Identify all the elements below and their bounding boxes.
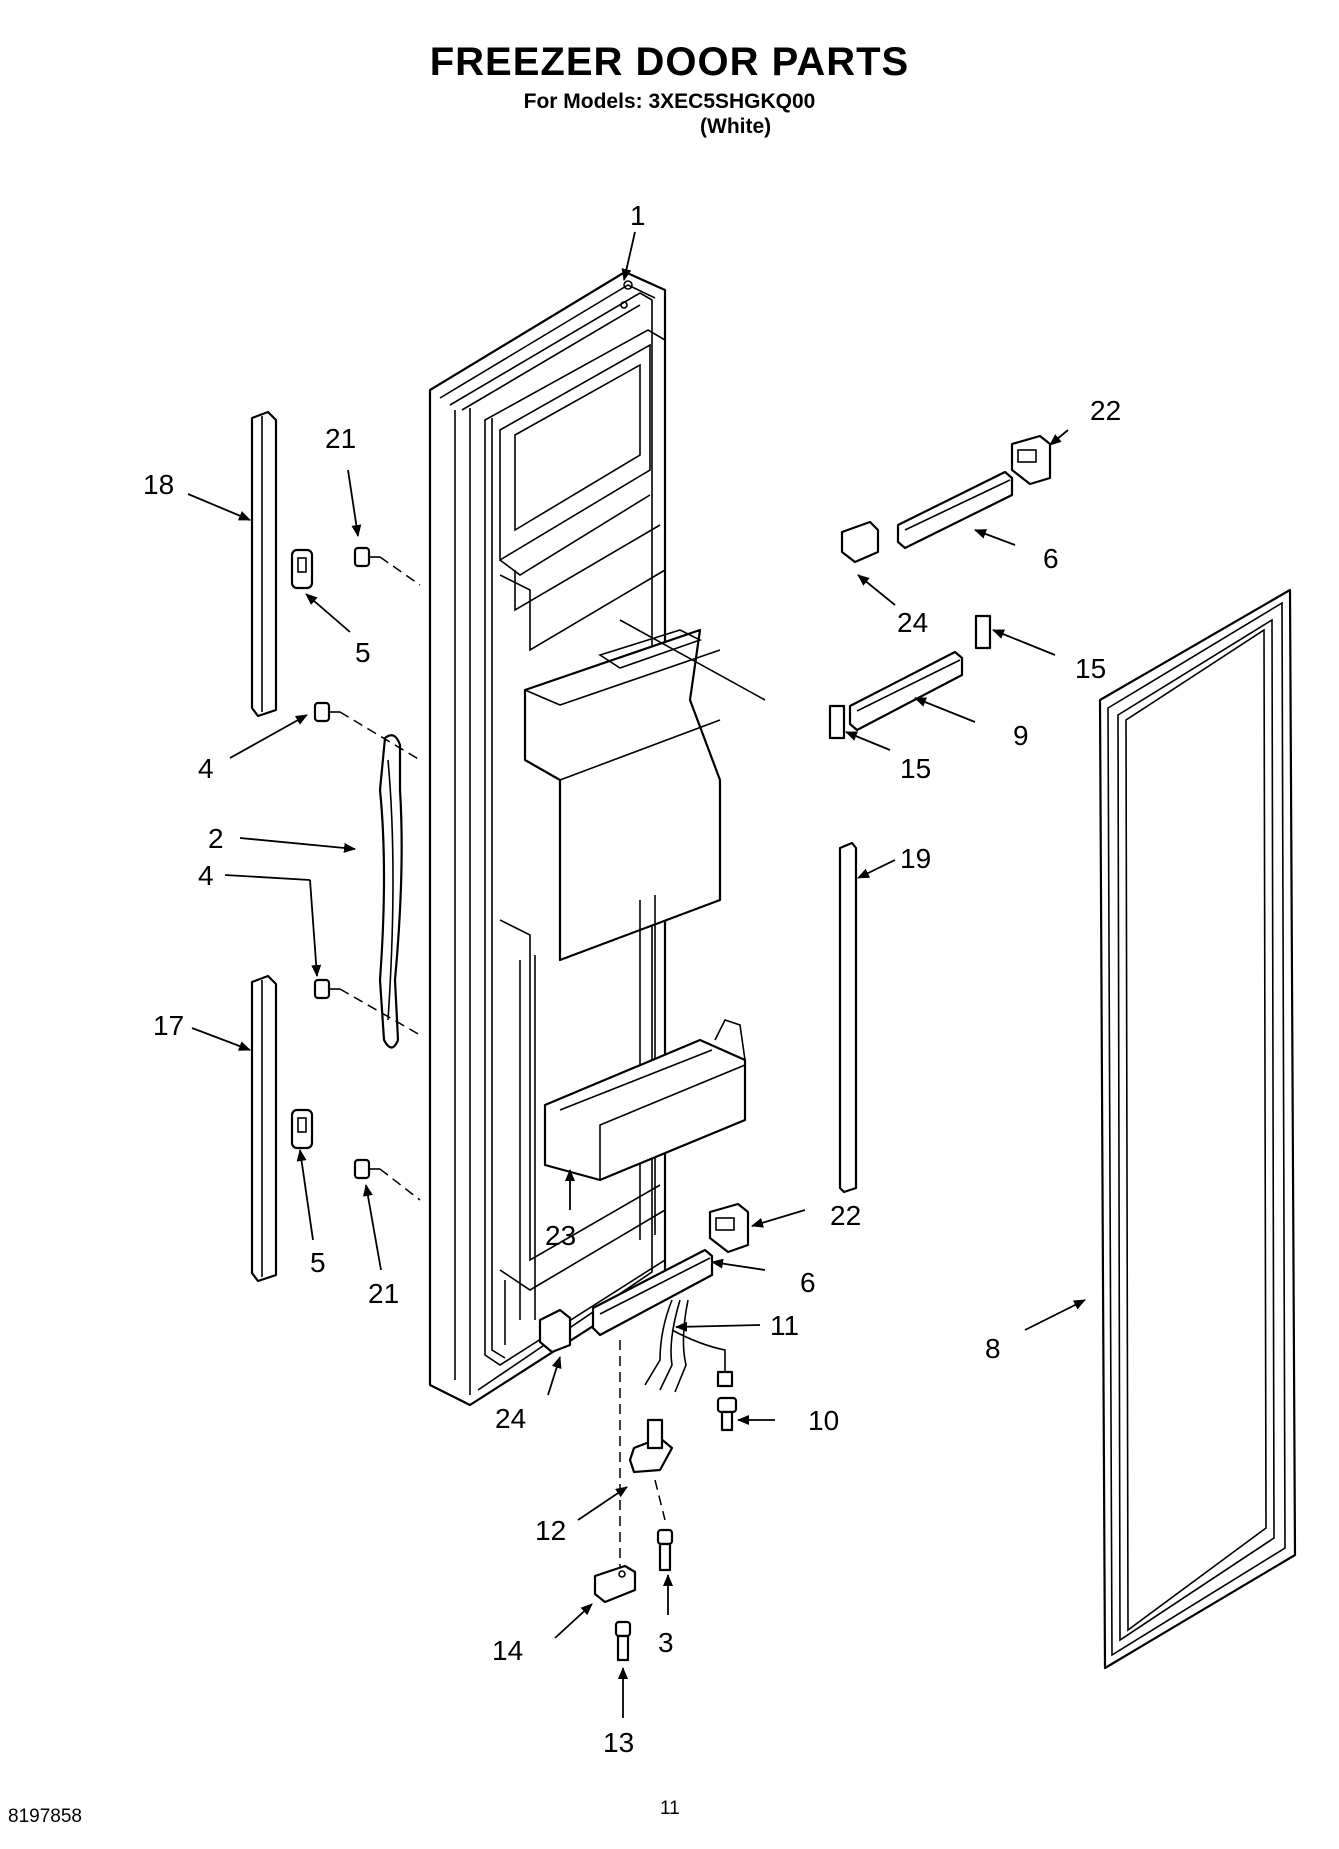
rail-clip-lower — [538, 1308, 572, 1354]
trim-rail-lower — [591, 1248, 714, 1337]
handle-clip-upper — [290, 548, 314, 590]
callout-22-lower: 22 — [830, 1200, 861, 1231]
page-title: FREEZER DOOR PARTS — [429, 40, 910, 84]
callout-11: 11 — [770, 1310, 799, 1341]
callout-22-upper: 22 — [1090, 395, 1121, 426]
screw-upper — [353, 546, 380, 568]
callout-3: 3 — [658, 1627, 674, 1658]
callout-5-lower: 5 — [310, 1247, 326, 1278]
callout-15-upper: 15 — [1075, 653, 1106, 684]
rail-clip-upper — [840, 520, 880, 564]
callout-10: 10 — [808, 1405, 839, 1436]
handle-screw-lower — [313, 978, 340, 1000]
trim-strip-upper — [250, 410, 278, 718]
handle-clip-lower — [290, 1108, 314, 1150]
hinge-bracket — [593, 1564, 637, 1604]
bracket-screw — [614, 1620, 632, 1662]
trim-rail-middle — [848, 650, 964, 732]
door-handle — [378, 734, 403, 1049]
trim-rail-upper — [896, 470, 1014, 550]
door-panel — [428, 270, 766, 1407]
leader-lines — [187, 231, 1086, 1718]
callout-1: 1 — [630, 200, 646, 231]
callout-9: 9 — [1013, 720, 1029, 751]
callout-24-upper: 24 — [897, 607, 928, 638]
rail-cap-lower — [828, 704, 846, 740]
rail-cap-upper — [974, 614, 992, 650]
gasket-retainer-strip — [838, 841, 858, 1194]
callout-2: 2 — [208, 823, 224, 854]
callout-14: 14 — [492, 1635, 523, 1666]
screw-lower — [353, 1158, 380, 1180]
callout-24-lower: 24 — [495, 1403, 526, 1434]
wire-harness — [644, 1299, 734, 1393]
callout-13: 13 — [603, 1727, 634, 1758]
trim-strip-lower — [250, 974, 278, 1283]
hinge-screw — [656, 1528, 674, 1572]
door-gasket — [1098, 588, 1297, 1670]
callout-21-upper: 21 — [325, 423, 356, 454]
page-number: 11 — [660, 1798, 680, 1819]
callout-17: 17 — [153, 1010, 184, 1041]
callout-15-lower: 15 — [900, 753, 931, 784]
ground-screw — [716, 1396, 738, 1432]
hinge-pin — [628, 1418, 674, 1474]
handle-screw-upper — [313, 701, 340, 723]
end-cap-lower — [708, 1202, 750, 1254]
callout-23: 23 — [545, 1220, 576, 1251]
callout-19: 19 — [900, 843, 931, 874]
document-number: 8197858 — [8, 1806, 82, 1827]
model-subtitle: For Models: 3XEC5SHGKQ00 — [523, 90, 816, 113]
callout-4-upper: 4 — [198, 753, 214, 784]
callout-6-upper: 6 — [1043, 543, 1059, 574]
callout-18: 18 — [143, 469, 174, 500]
callout-12: 12 — [535, 1515, 566, 1546]
end-cap-upper — [1010, 434, 1052, 486]
callout-4-lower: 4 — [198, 860, 214, 891]
callout-5-upper: 5 — [355, 637, 371, 668]
model-variant: (White) — [700, 115, 772, 138]
callout-21-lower: 21 — [368, 1278, 399, 1309]
callout-6-lower: 6 — [800, 1267, 816, 1298]
callout-8: 8 — [985, 1333, 1001, 1364]
